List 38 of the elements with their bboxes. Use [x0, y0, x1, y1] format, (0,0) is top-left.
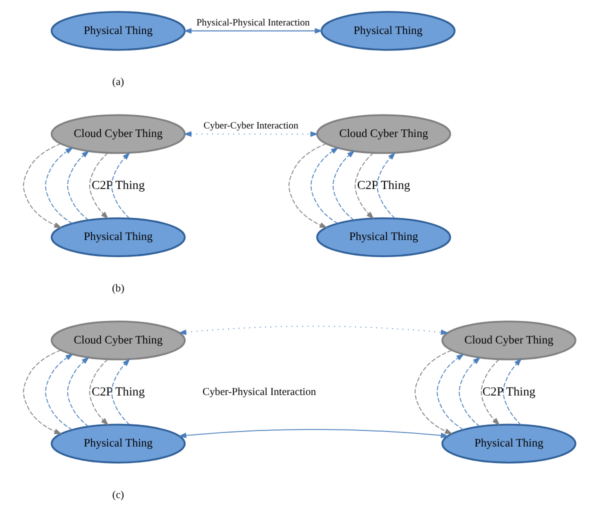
- node-ellipse: Physical Thing: [316, 217, 452, 258]
- arrow: [111, 358, 130, 426]
- arrow: [458, 356, 481, 427]
- label: C2P Thing: [357, 178, 410, 192]
- label: C2P Thing: [92, 178, 145, 192]
- arrow: [178, 428, 449, 438]
- label: C2P Thing: [92, 384, 145, 398]
- label: (a): [112, 77, 124, 88]
- arrow: [23, 350, 62, 434]
- arrow: [111, 152, 130, 219]
- label: (b): [112, 284, 124, 295]
- arrow: [45, 147, 74, 224]
- arrow: [288, 143, 328, 228]
- arrow: [67, 150, 90, 221]
- arrow: [332, 150, 355, 221]
- label: C2P Thing: [482, 384, 536, 398]
- arrow: [89, 152, 109, 220]
- arrow: [480, 359, 500, 426]
- node-ellipse: Physical Thing: [50, 217, 186, 258]
- arrow: [310, 147, 339, 224]
- arrow: [67, 356, 90, 427]
- arrow: [89, 359, 109, 426]
- arrow: [45, 354, 74, 430]
- edge-label: Cyber-Cyber Interaction: [204, 120, 298, 132]
- arrow: [23, 143, 62, 228]
- arrow: [184, 131, 318, 137]
- arrow: [184, 28, 323, 34]
- node-ellipse: Physical Thing: [320, 11, 456, 51]
- node-ellipse: Physical Thing: [50, 11, 186, 51]
- arrow: [436, 354, 464, 430]
- label: (c): [112, 490, 124, 501]
- arrow: [502, 358, 522, 426]
- arrow: [414, 350, 453, 434]
- arrow: [354, 152, 374, 220]
- arrow: [178, 326, 449, 336]
- label: Cyber-Physical Interaction: [202, 386, 316, 398]
- edge-label: Physical-Physical Interaction: [196, 17, 310, 28]
- arrow: [376, 152, 396, 219]
